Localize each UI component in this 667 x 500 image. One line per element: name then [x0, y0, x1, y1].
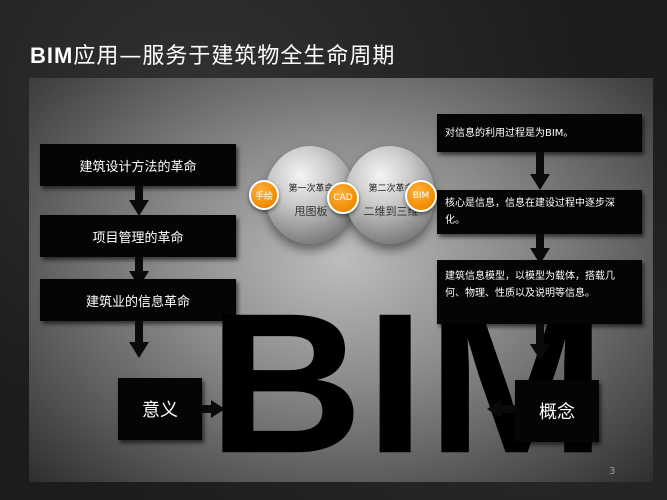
handdraw-circle: 手绘 [249, 180, 279, 210]
page-number: 3 [609, 466, 616, 477]
left-item-design: 建筑设计方法的革命 [40, 144, 236, 186]
left-arrow-stem-3 [135, 321, 143, 343]
right-item-core: 核心是信息，信息在建设过程中逐步深化。 [437, 190, 642, 234]
meaning-arrow-right [211, 400, 225, 418]
meaning-arrow-stem [202, 405, 212, 413]
right-item-model: 建筑信息模型，以模型为载体，搭载几何、物理、性质以及说明等信息。 [437, 260, 642, 324]
right-arrow-down-1 [530, 174, 550, 190]
bim-circle: BIM [405, 180, 437, 212]
left-item-information: 建筑业的信息革命 [40, 279, 236, 321]
right-arrow-down-3 [530, 344, 550, 360]
sphere-1-top-text: 第一次革命 [288, 184, 334, 194]
left-item-management: 项目管理的革命 [40, 215, 236, 257]
cad-circle: CAD [327, 182, 359, 214]
content-panel: 建筑设计方法的革命 项目管理的革命 建筑业的信息革命 意义 第一次革命 甩图板 … [29, 78, 653, 483]
meaning-box: 意义 [118, 378, 202, 440]
concept-arrow-stem [501, 405, 515, 413]
concept-arrow-left [487, 400, 501, 418]
page-title: BIM应用—服务于建筑物全生命周期 [30, 38, 395, 70]
left-arrow-stem-2 [135, 257, 143, 273]
right-item-definition: 对信息的利用过程是为BIM。 [437, 114, 642, 152]
concept-box: 概念 [515, 380, 599, 442]
right-arrow-stem-1 [536, 152, 544, 176]
title-prefix: BIM [30, 43, 74, 68]
right-arrow-stem-2 [536, 234, 544, 250]
left-arrow-down-1 [129, 200, 149, 216]
sphere-1-bottom-text: 甩图板 [294, 205, 328, 218]
left-arrow-stem-1 [135, 186, 143, 202]
left-arrow-down-3 [129, 342, 149, 358]
sphere-2-bottom-text: 二维到三维 [363, 205, 419, 218]
right-arrow-stem-3 [536, 324, 544, 346]
title-text: 应用—服务于建筑物全生命周期 [73, 44, 396, 69]
sphere-2-top-text: 第二次革命 [368, 184, 414, 194]
